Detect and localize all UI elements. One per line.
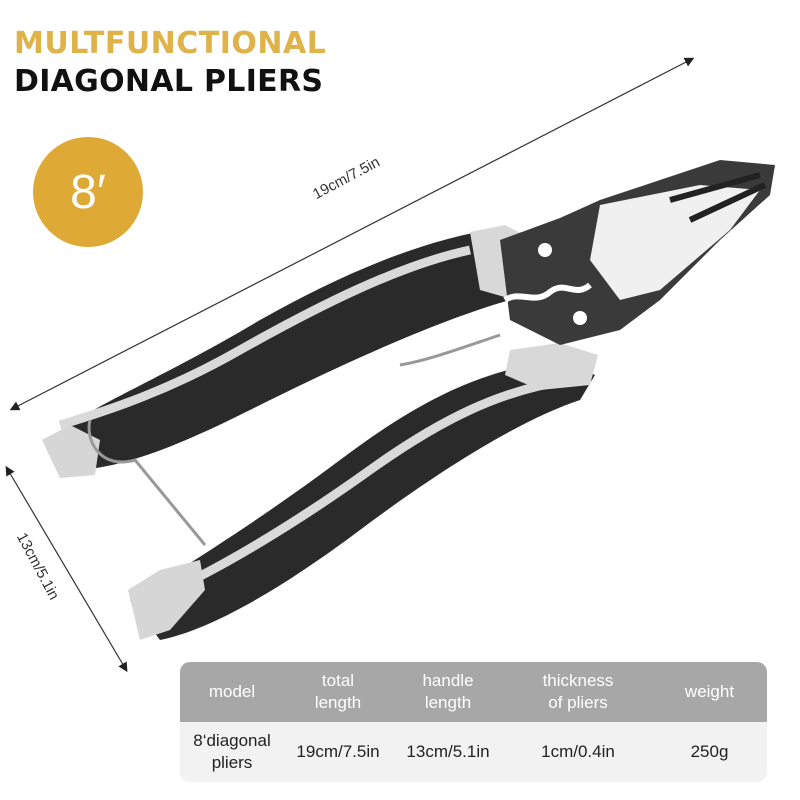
cell-thickness: 1cm/0.4in (541, 742, 615, 761)
handle-length-dimension-line (5, 465, 128, 673)
cell-weight: 250g (690, 742, 729, 761)
header-weight: weight (684, 682, 735, 701)
total-length-dimension-line (9, 57, 695, 411)
cell-total-length: 19cm/7.5in (296, 742, 380, 761)
header-model: model (208, 682, 256, 701)
cell-handle-length: 13cm/5.1in (406, 742, 490, 761)
title-line-1: MULTFUNCTIONAL (14, 26, 327, 61)
